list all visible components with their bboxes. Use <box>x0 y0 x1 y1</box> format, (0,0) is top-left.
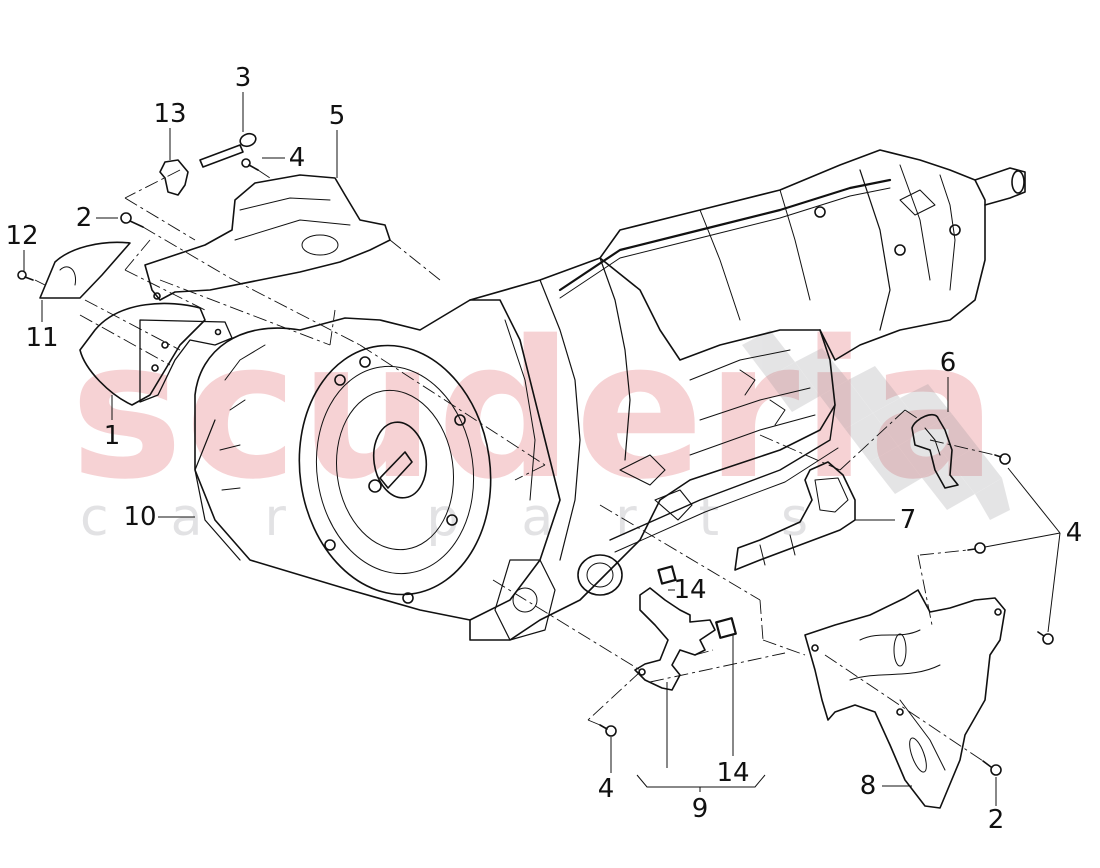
part-14-clip-upper <box>657 565 677 585</box>
rear-extension-housing <box>558 149 1026 361</box>
transmission-case <box>469 257 836 641</box>
bolt-4-right3 <box>1037 631 1054 645</box>
small-bolts <box>17 158 1054 776</box>
callout-13[interactable]: 13 <box>153 99 187 129</box>
assembly-lines <box>34 169 996 762</box>
part-14-clip-lower <box>715 617 737 639</box>
callout-14[interactable]: 14 <box>716 758 750 788</box>
bolt-4-right1 <box>994 453 1011 465</box>
callout-4[interactable]: 4 <box>1065 518 1083 548</box>
part-9-bracket <box>634 587 716 691</box>
part-8-heat-shield <box>804 589 1006 809</box>
bolt-4-right2 <box>967 542 986 554</box>
part-1-heat-shield <box>79 302 233 406</box>
callout-4[interactable]: 4 <box>597 774 615 804</box>
callout-1[interactable]: 1 <box>103 421 121 451</box>
checkered-flag-watermark <box>742 330 1010 520</box>
callout-8[interactable]: 8 <box>859 771 877 801</box>
callout-10[interactable]: 10 <box>123 502 157 532</box>
part-7-heat-shield <box>734 461 856 571</box>
callout-9[interactable]: 9 <box>691 794 709 824</box>
part-5-heat-shield <box>144 174 391 301</box>
callout-12[interactable]: 12 <box>5 221 39 251</box>
callout-2[interactable]: 2 <box>987 805 1005 835</box>
callout-3[interactable]: 3 <box>234 63 252 93</box>
bolt-2-bottom <box>982 760 1002 776</box>
callout-14[interactable]: 14 <box>673 575 707 605</box>
part-13-nut-clip <box>159 159 189 196</box>
bolt-2-top <box>120 212 144 228</box>
callout-11[interactable]: 11 <box>25 323 59 353</box>
bell-housing <box>194 299 561 621</box>
part-11-heat-shield <box>39 241 131 299</box>
oil-pan <box>609 404 836 541</box>
callout-5[interactable]: 5 <box>328 101 346 131</box>
part-3-bolt <box>199 132 257 168</box>
callout-2[interactable]: 2 <box>75 203 93 233</box>
watermark-logo: scuderia <box>70 300 999 521</box>
part-6-bracket <box>911 413 959 489</box>
leader-lines <box>23 92 1061 806</box>
bolt-4-top <box>241 158 259 171</box>
bolt-12 <box>17 270 34 281</box>
callout-7[interactable]: 7 <box>899 505 917 535</box>
callout-4[interactable]: 4 <box>288 143 306 173</box>
callout-6[interactable]: 6 <box>939 348 957 378</box>
bolt-4-bottom <box>599 724 617 737</box>
